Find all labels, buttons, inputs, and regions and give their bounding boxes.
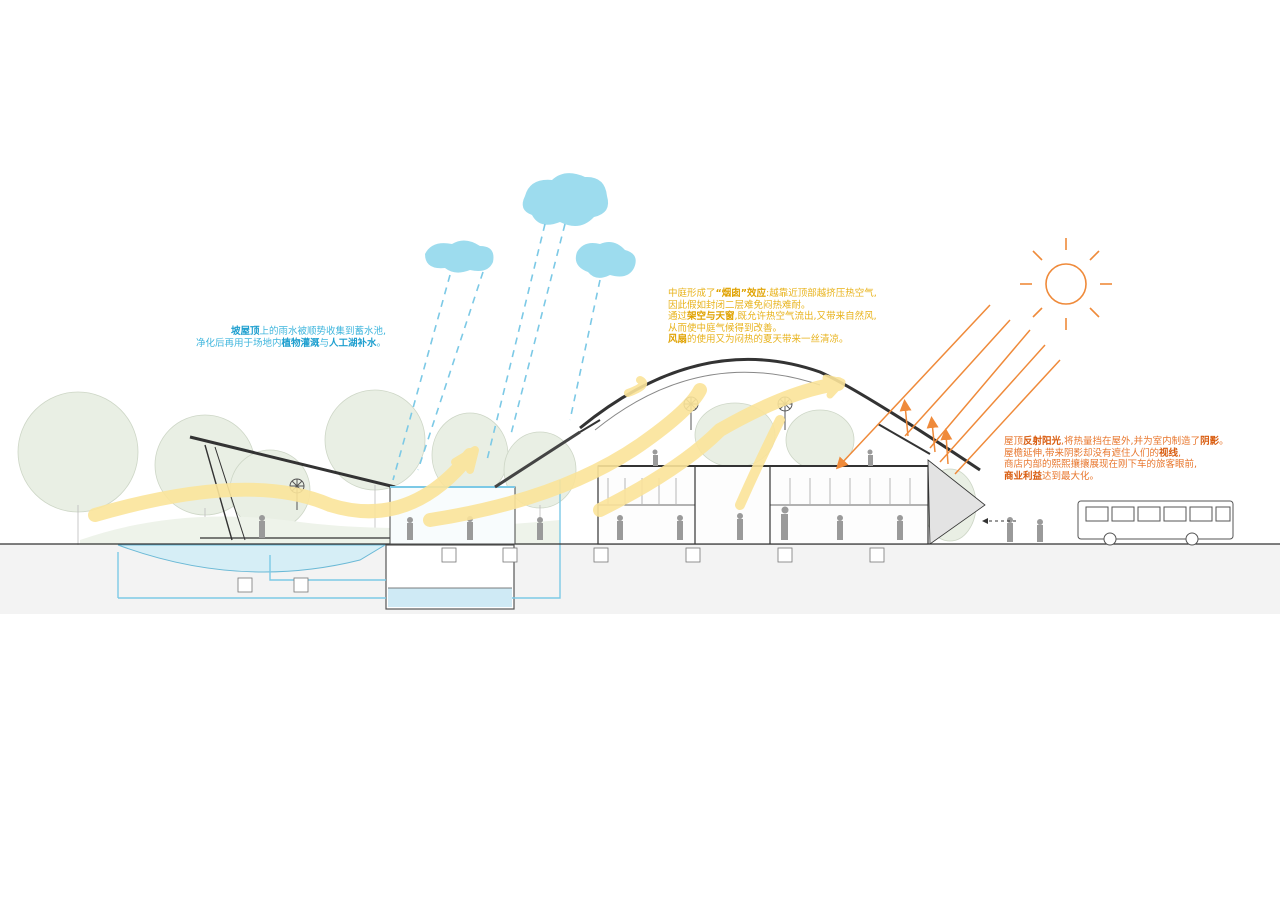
- person-icon: [407, 517, 413, 540]
- foundations: [237, 547, 885, 593]
- person-icon: [1037, 519, 1043, 542]
- sun-note-line2: 屋檐延伸,带来阴影却没有遮住人们的视线,: [1004, 447, 1182, 459]
- rain: [392, 223, 601, 481]
- airflow-arrows: [88, 374, 846, 527]
- sun-note: 屋顶反射阳光,将热量挡在屋外,并为室内制造了阴影。 屋檐延伸,带来阴影却没有遮住…: [1004, 436, 1229, 482]
- cloud-icon: [522, 173, 609, 226]
- cloud-icon: [425, 240, 494, 273]
- chimney-note-line4: 从而使中庭气候得到改善。: [668, 322, 783, 334]
- rain-drop-icon: [509, 223, 566, 439]
- chimney-note-line3: 通过架空与天窗,既允许热空气流出,又带来自然风,: [668, 311, 877, 323]
- tree-icon: [324, 389, 426, 545]
- clouds: [425, 173, 636, 278]
- pond: [117, 544, 387, 573]
- person-icon: [867, 449, 873, 466]
- person-icon: [652, 449, 658, 466]
- rain-drop-icon: [486, 223, 546, 461]
- person-icon: [897, 515, 903, 540]
- rain-drop-icon: [392, 274, 451, 481]
- sun-note-line4: 商业利益达到最大化。: [1004, 470, 1100, 482]
- sun-icon: [1020, 238, 1112, 330]
- bus-icon: [1077, 500, 1234, 546]
- person-icon: [617, 515, 623, 540]
- cloud-icon: [575, 242, 636, 278]
- chimney-note-line5: 风扇的使用又为闷热的夏天带来一丝清凉。: [668, 334, 849, 346]
- sun-rays: [835, 304, 1061, 475]
- water-pipes: [117, 480, 561, 599]
- person-icon: [537, 517, 543, 540]
- person-icon: [259, 515, 265, 538]
- rain-drop-icon: [417, 271, 484, 471]
- cistern-water: [388, 588, 512, 607]
- rain-drop-icon: [569, 279, 601, 421]
- person-icon: [677, 515, 683, 540]
- chimney-note: 中庭形成了“烟囱”效应:越靠近顶部越挤压热空气, 因此假如封闭二层难免闷热难耐。…: [668, 288, 877, 346]
- chimney-note-line1: 中庭形成了“烟囱”效应:越靠近顶部越挤压热空气,: [668, 288, 877, 299]
- chimney-note-line2: 因此假如封闭二层难免闷热难耐。: [668, 299, 811, 311]
- rain-note-line2: 净化后再用于场地内植物灌溉与人工湖补水。: [196, 337, 387, 349]
- sun-note-line3: 商店内部的熙熙攘攘展现在刚下车的旅客眼前,: [1004, 459, 1198, 471]
- rain-note-line1: 坡屋顶上的雨水被顺势收集到蓄水池,: [231, 326, 387, 337]
- tree-icon: [17, 391, 139, 545]
- person-icon: [837, 515, 843, 540]
- sun-note-line1: 屋顶反射阳光,将热量挡在屋外,并为室内制造了阴影。: [1004, 436, 1229, 447]
- person-icon: [737, 513, 743, 540]
- person-icon: [781, 506, 789, 540]
- rain-note: 坡屋顶上的雨水被顺势收集到蓄水池, 净化后再用于场地内植物灌溉与人工湖补水。: [196, 326, 386, 349]
